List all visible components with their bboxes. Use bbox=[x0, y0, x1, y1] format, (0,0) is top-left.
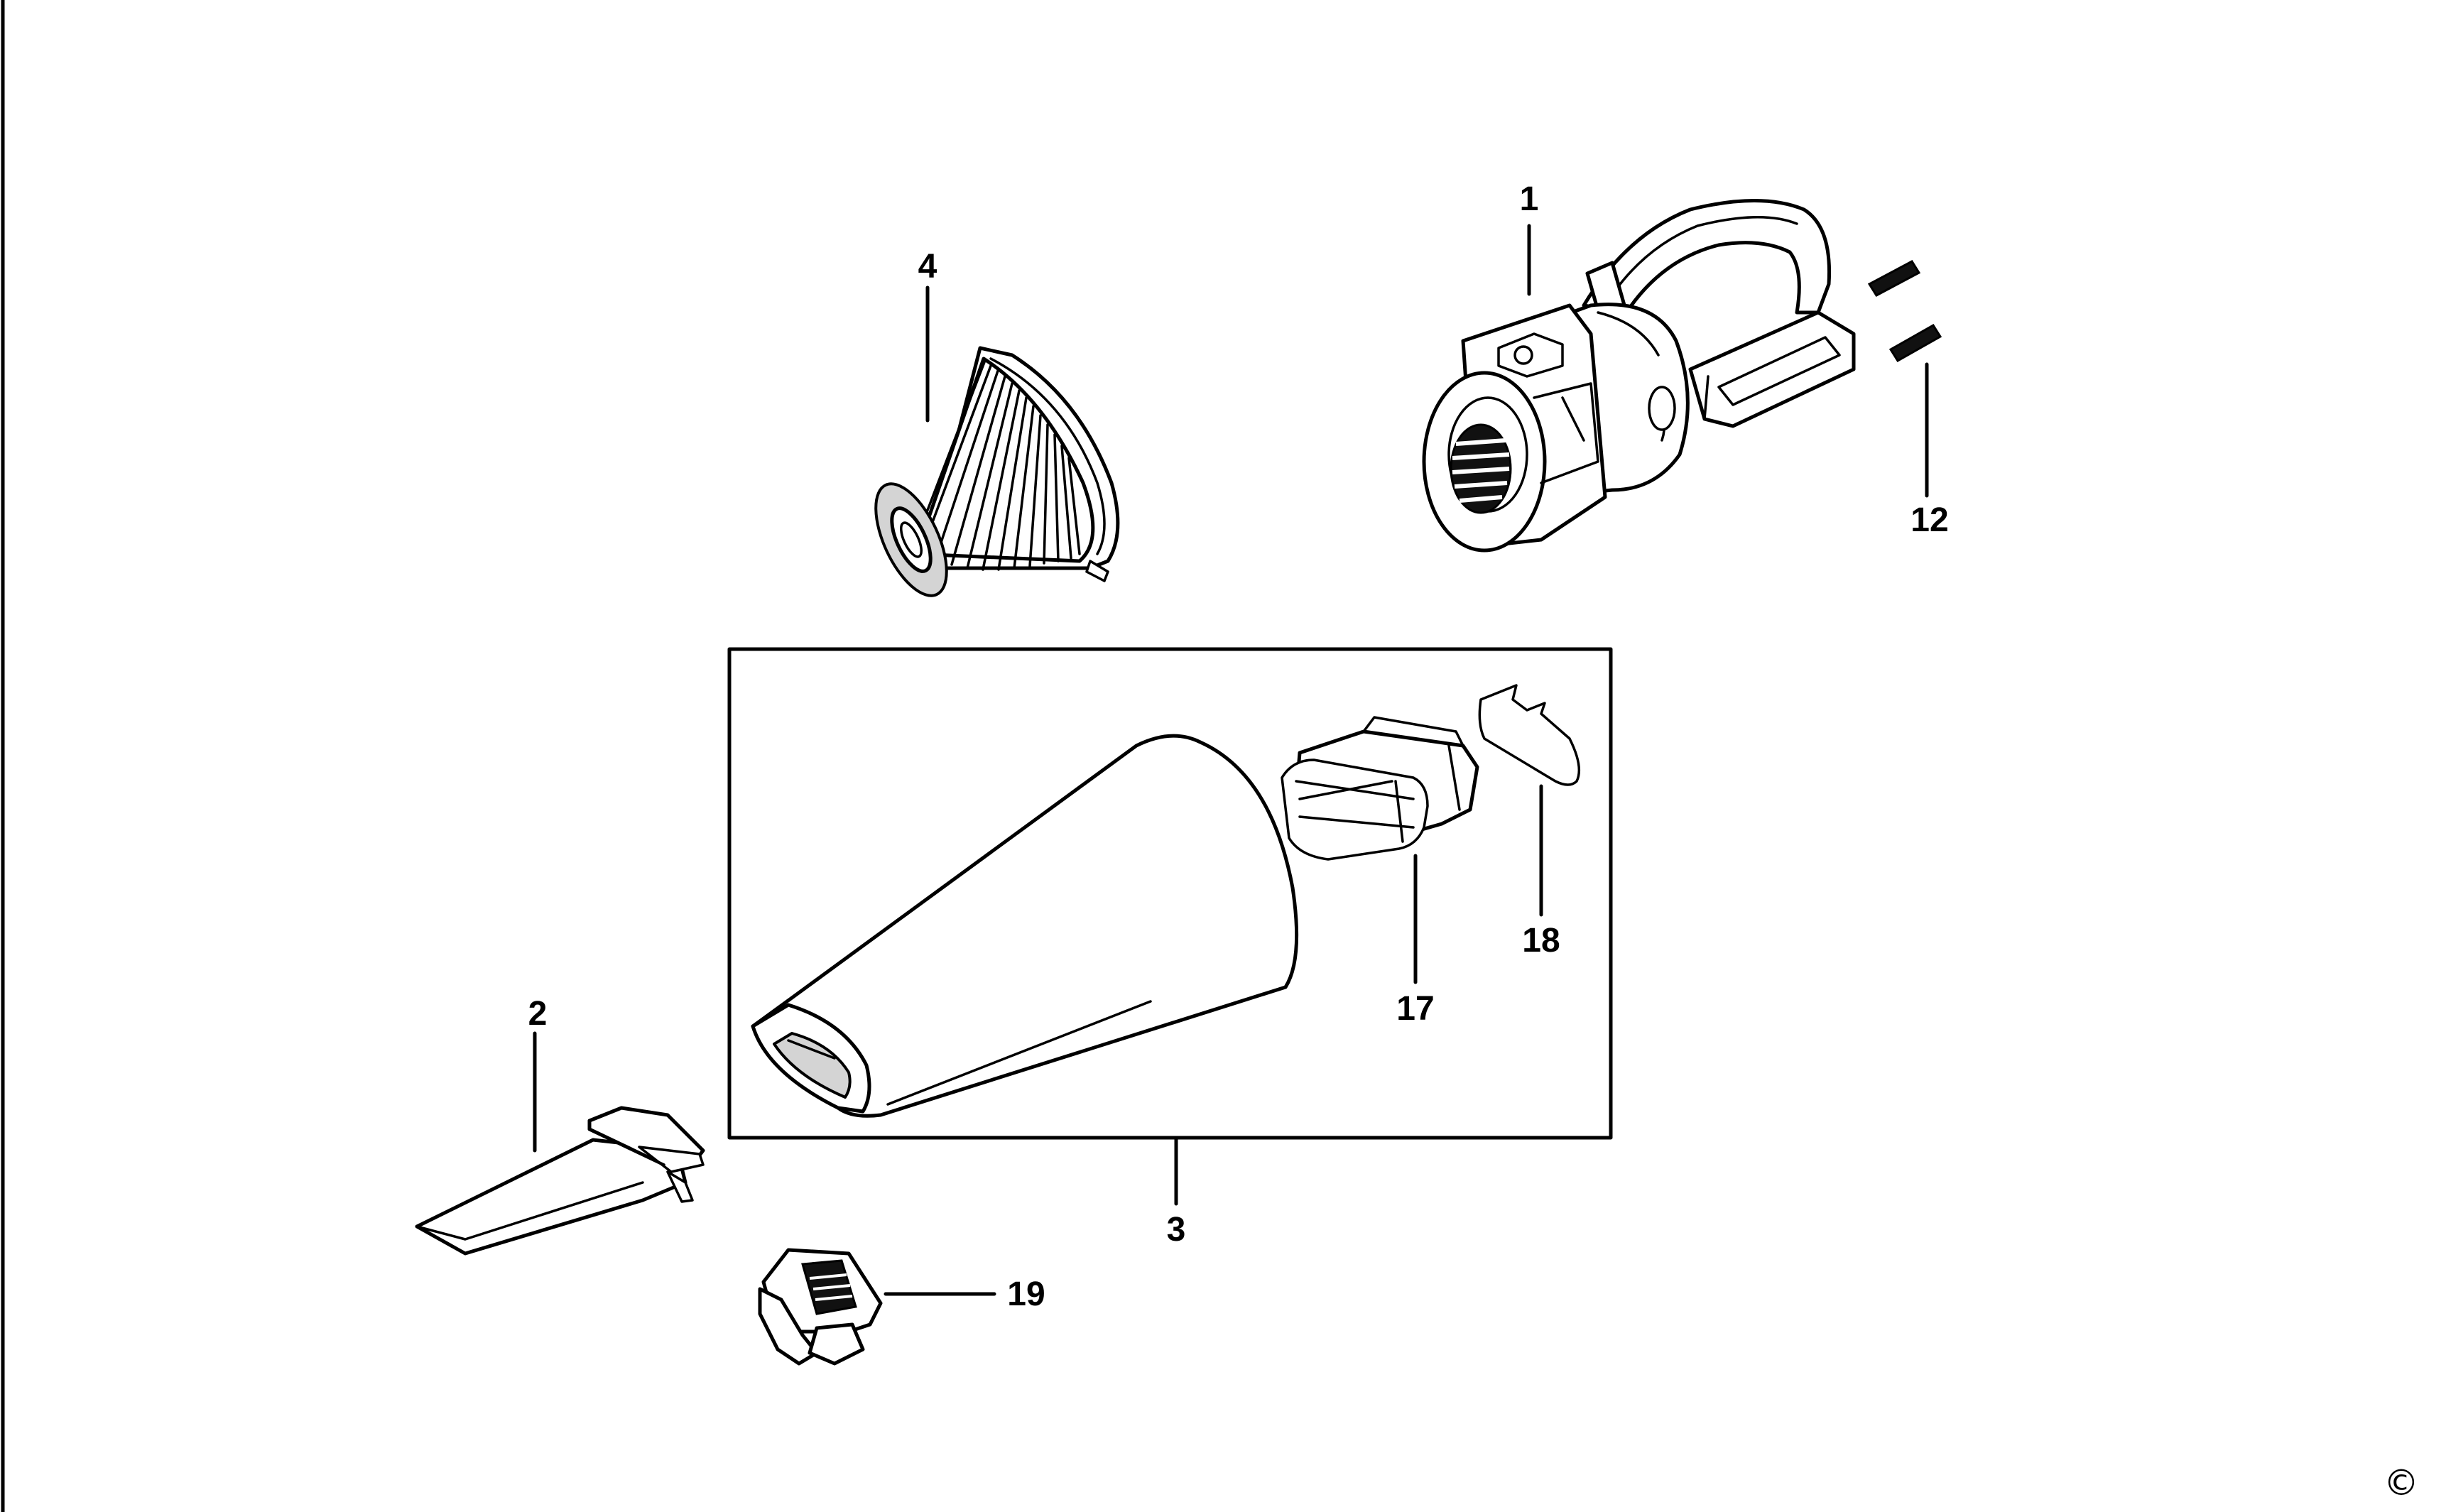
copyright-mark: © bbox=[2384, 1462, 2419, 1503]
callout-3: 3 bbox=[1167, 1211, 1186, 1249]
callout-1: 1 bbox=[1520, 180, 1539, 218]
part-3-dust-bowl[interactable] bbox=[751, 734, 1299, 1118]
part-2-crevice-tool[interactable] bbox=[415, 1106, 705, 1256]
part-3-assembly-box[interactable] bbox=[727, 647, 1613, 1140]
part-18-flap[interactable] bbox=[1478, 684, 1581, 786]
callout-2: 2 bbox=[528, 995, 548, 1033]
callout-17: 17 bbox=[1396, 990, 1434, 1028]
part-17-prefilter[interactable] bbox=[1281, 716, 1479, 861]
part-1-vacuum-body[interactable] bbox=[1422, 199, 1856, 553]
part-19-brush[interactable] bbox=[758, 1248, 883, 1366]
part-4-filter[interactable] bbox=[861, 346, 1120, 606]
callout-19: 19 bbox=[1007, 1276, 1045, 1313]
callout-12: 12 bbox=[1910, 501, 1948, 539]
callout-18: 18 bbox=[1522, 922, 1560, 959]
callout-4: 4 bbox=[918, 248, 937, 285]
part-12-pads[interactable] bbox=[1867, 260, 1942, 363]
